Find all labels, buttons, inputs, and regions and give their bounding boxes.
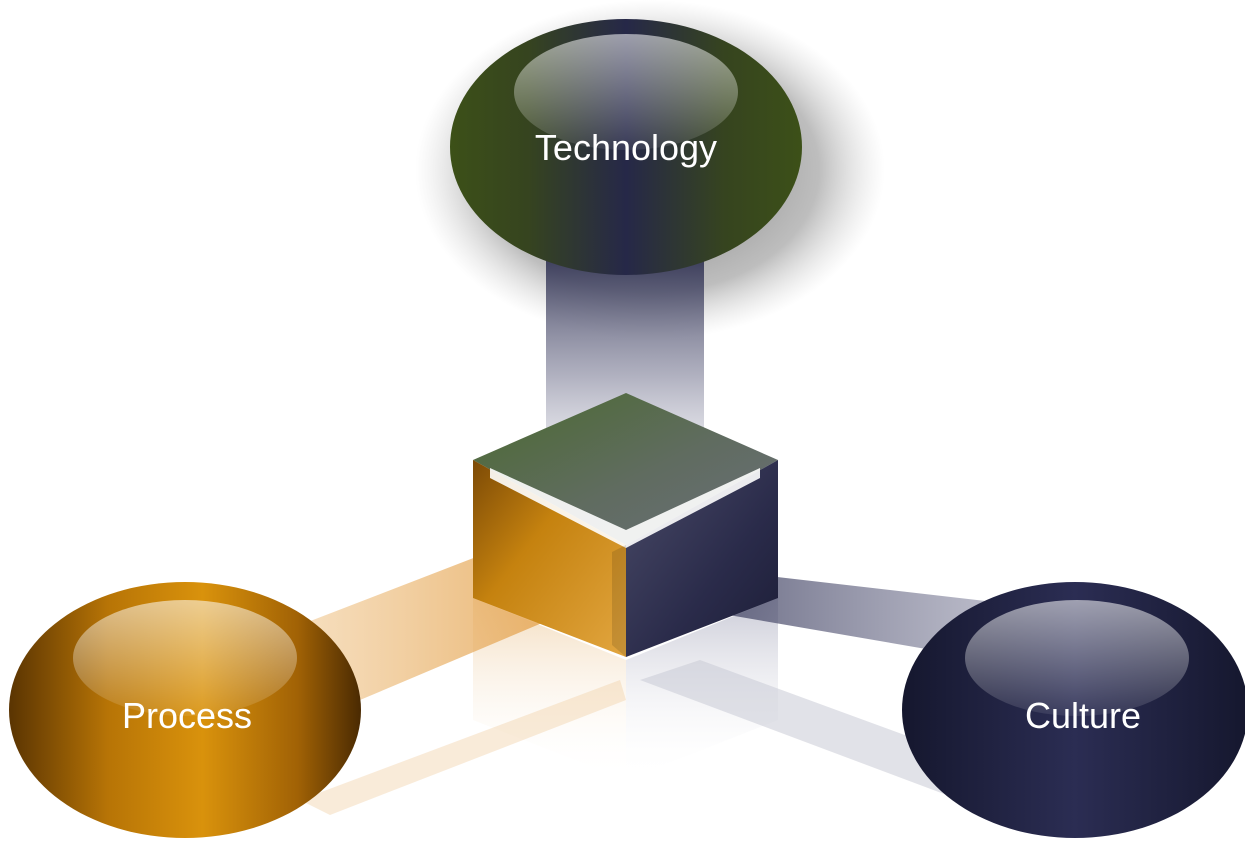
cube-right-face — [626, 460, 778, 657]
process-gloss — [73, 600, 297, 716]
cube-top-face — [473, 393, 778, 545]
process-node: Process — [9, 582, 361, 838]
process-connector-reflection — [300, 680, 626, 815]
culture-label: Culture — [1025, 695, 1141, 736]
culture-connector-reflection — [640, 660, 1000, 800]
technology-gloss — [514, 34, 738, 150]
technology-node: Technology — [450, 19, 802, 275]
cube-left-face — [473, 460, 626, 657]
process-label: Process — [122, 695, 252, 736]
culture-node: Culture — [902, 582, 1245, 838]
center-cube — [473, 393, 778, 657]
culture-gloss — [965, 600, 1189, 716]
technology-label: Technology — [535, 127, 717, 168]
